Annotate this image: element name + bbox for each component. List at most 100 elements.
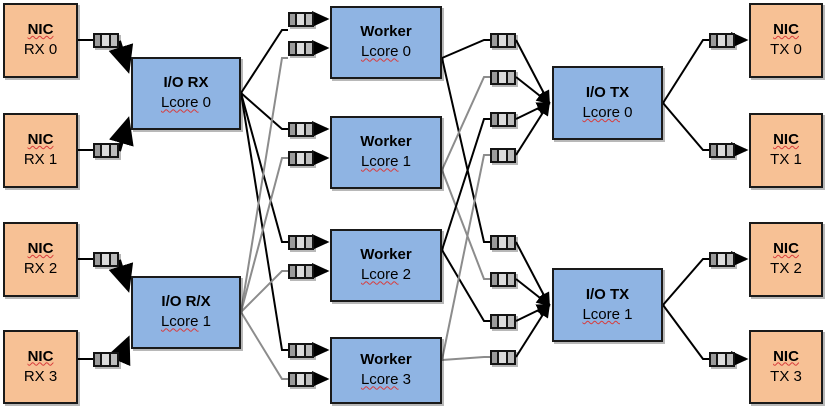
nic-rx-3-sub: RX 3 <box>23 367 58 385</box>
queue-worker-1-in-a[interactable] <box>288 122 314 137</box>
wire-worker3-iotx1q <box>441 356 490 361</box>
io-tx-lcore-0-sub-prefix: Lcore <box>582 103 620 121</box>
nic-tx-3-sub: TX 3 <box>770 367 802 385</box>
wire-worker2-iotx1q <box>441 249 490 322</box>
wire-queue-to-iorx0-a <box>108 40 134 74</box>
nic-rx-3-title: NIC <box>27 347 54 365</box>
io-rx-lcore-0-sub-value: 0 <box>202 94 212 112</box>
worker-lcore-2-sub-value: 2 <box>402 266 412 284</box>
io-tx-lcore-1-sub: Lcore 1 <box>582 305 632 325</box>
queue-worker-1-in-b[interactable] <box>288 151 314 166</box>
worker-lcore-3-sub: Lcore 3 <box>361 370 411 390</box>
nic-rx-0[interactable]: NIC RX 0 <box>3 3 78 78</box>
io-tx-lcore-1-sub-prefix: Lcore <box>582 305 620 323</box>
nic-tx-0-title: NIC <box>773 21 799 39</box>
queue-io-tx-1-in-b[interactable] <box>490 272 516 287</box>
worker-lcore-2[interactable]: Worker Lcore 2 <box>330 229 442 302</box>
nic-tx-2[interactable]: NIC TX 2 <box>749 222 823 297</box>
worker-lcore-3-title: Worker <box>360 351 412 369</box>
worker-lcore-1-sub-prefix: Lcore <box>360 153 399 171</box>
queue-io-tx-0-in-a[interactable] <box>490 33 516 48</box>
wire-q-iotx0-b <box>515 76 551 105</box>
wire-iorx0-worker2 <box>240 92 288 243</box>
queue-worker-2-in-a[interactable] <box>288 235 314 250</box>
wire-iorx0-worker0 <box>240 29 288 94</box>
worker-lcore-1-title: Worker <box>360 133 412 151</box>
wire-q-iotx1-d <box>515 303 551 358</box>
io-tx-lcore-0-sub-value: 0 <box>624 103 633 121</box>
queue-io-tx-1-in-a[interactable] <box>490 235 516 250</box>
nic-tx-3-title: NIC <box>773 347 799 365</box>
wire-iorx1-worker0 <box>240 57 288 313</box>
wire-q-iotx1-b <box>515 278 551 307</box>
io-tx-lcore-0-sub: Lcore 0 <box>582 103 632 123</box>
io-rx-lcore-1-sub: Lcore 1 <box>161 312 211 332</box>
worker-lcore-0-sub-value: 0 <box>402 43 412 61</box>
nic-rx-0-title: NIC <box>27 21 54 39</box>
wire-queue-to-iorx1-b <box>106 335 131 367</box>
io-rx-lcore-1-sub-prefix: Lcore <box>160 313 199 331</box>
queue-nic-rx-3[interactable] <box>93 352 119 367</box>
wire-iotx0-nictx1 <box>662 102 709 151</box>
queue-nic-tx-1[interactable] <box>709 143 735 158</box>
worker-lcore-3[interactable]: Worker Lcore 3 <box>330 337 442 404</box>
queue-worker-0-in-a[interactable] <box>288 12 314 27</box>
io-rx-lcore-1[interactable]: I/O R/X Lcore 1 <box>131 276 241 349</box>
queue-worker-3-in-a[interactable] <box>288 343 314 358</box>
queue-io-tx-1-in-d[interactable] <box>490 350 516 365</box>
io-tx-lcore-1[interactable]: I/O TX Lcore 1 <box>552 268 663 342</box>
queue-worker-2-in-b[interactable] <box>288 264 314 279</box>
worker-lcore-0-title: Worker <box>360 23 412 41</box>
worker-lcore-3-sub-prefix: Lcore <box>360 371 399 389</box>
nic-rx-2[interactable]: NIC RX 2 <box>3 222 78 297</box>
queue-worker-0-in-b[interactable] <box>288 41 314 56</box>
wire-worker1-iotx1q <box>441 169 490 280</box>
io-tx-lcore-1-title: I/O TX <box>585 285 630 303</box>
queue-io-tx-0-in-b[interactable] <box>490 70 516 85</box>
nic-rx-3[interactable]: NIC RX 3 <box>3 330 78 404</box>
worker-lcore-1-sub: Lcore 1 <box>361 152 411 172</box>
worker-lcore-2-title: Worker <box>360 246 412 264</box>
io-tx-lcore-0-title: I/O TX <box>585 83 630 101</box>
nic-rx-1[interactable]: NIC RX 1 <box>3 113 78 188</box>
worker-lcore-2-sub-prefix: Lcore <box>360 266 399 284</box>
queue-nic-rx-1[interactable] <box>93 143 119 158</box>
wire-iotx1-nictx3 <box>662 304 709 360</box>
io-rx-lcore-0[interactable]: I/O RX Lcore 0 <box>131 57 241 130</box>
worker-lcore-1[interactable]: Worker Lcore 1 <box>330 116 442 189</box>
worker-lcore-0[interactable]: Worker Lcore 0 <box>330 6 442 79</box>
nic-rx-2-sub: RX 2 <box>23 260 58 278</box>
nic-tx-3[interactable]: NIC TX 3 <box>749 330 823 404</box>
queue-nic-rx-0[interactable] <box>93 33 119 48</box>
queue-nic-tx-2[interactable] <box>709 252 735 267</box>
io-rx-lcore-0-sub-prefix: Lcore <box>160 94 199 112</box>
queue-nic-tx-3[interactable] <box>709 352 735 367</box>
nic-tx-1-sub: TX 1 <box>770 151 802 169</box>
nic-tx-0[interactable]: NIC TX 0 <box>749 3 823 78</box>
queue-io-tx-0-in-d[interactable] <box>490 148 516 163</box>
worker-lcore-0-sub: Lcore 0 <box>361 42 411 62</box>
queue-io-tx-0-in-c[interactable] <box>490 112 516 127</box>
wire-q-iotx0-c <box>515 102 551 120</box>
nic-rx-0-sub: RX 0 <box>23 41 58 59</box>
io-rx-lcore-1-sub-value: 1 <box>202 313 212 331</box>
wire-queue-to-iorx1-a <box>108 259 134 293</box>
io-rx-lcore-1-title: I/O R/X <box>161 293 211 311</box>
io-tx-lcore-0[interactable]: I/O TX Lcore 0 <box>552 66 663 140</box>
queue-worker-3-in-b[interactable] <box>288 372 314 387</box>
nic-tx-1[interactable]: NIC TX 1 <box>749 113 823 188</box>
worker-lcore-0-sub-prefix: Lcore <box>360 43 399 61</box>
worker-lcore-1-sub-value: 1 <box>402 153 412 171</box>
queue-io-tx-1-in-c[interactable] <box>490 314 516 329</box>
wire-iorx1-worker2 <box>240 270 288 313</box>
io-rx-lcore-0-sub: Lcore 0 <box>161 93 211 113</box>
wire-q-iotx1-a <box>515 241 550 307</box>
wire-worker3-iotx0q <box>441 154 490 361</box>
queue-nic-tx-0[interactable] <box>709 33 735 48</box>
wire-q-iotx0-a <box>515 39 550 105</box>
nic-tx-0-sub: TX 0 <box>770 41 802 59</box>
queue-nic-rx-2[interactable] <box>93 252 119 267</box>
worker-lcore-3-sub-value: 3 <box>402 371 412 389</box>
wire-worker0-iotx0q <box>441 39 490 59</box>
